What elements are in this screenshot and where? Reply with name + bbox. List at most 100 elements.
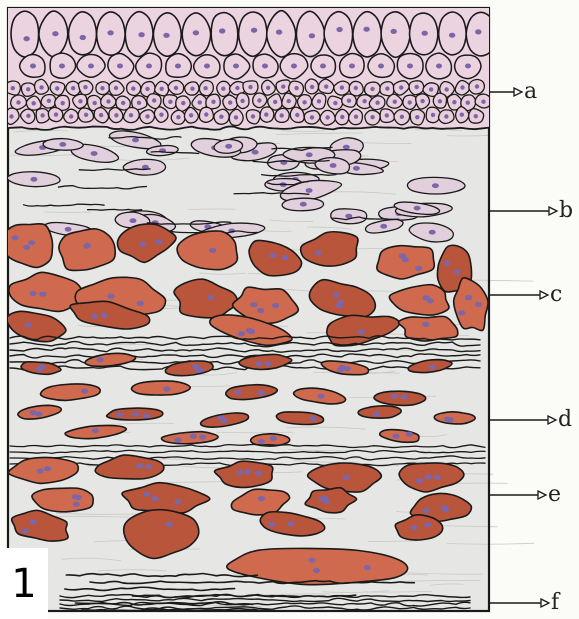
epithelium-layer <box>5 8 496 130</box>
nucleus <box>235 86 239 90</box>
nucleus <box>422 322 429 327</box>
nucleus <box>380 224 387 229</box>
columnar-cell <box>239 12 267 56</box>
nucleus <box>429 364 436 369</box>
nucleus <box>204 112 208 116</box>
nucleus <box>78 99 82 103</box>
nucleus <box>81 388 88 393</box>
nucleus <box>313 568 320 573</box>
nucleus <box>132 138 139 143</box>
nucleus <box>252 150 259 155</box>
nucleus <box>434 475 441 480</box>
label-a: a <box>524 79 537 104</box>
columnar-cell <box>211 13 238 56</box>
pointer-arrowhead-e <box>538 491 546 499</box>
nucleus <box>52 31 58 36</box>
nucleus <box>281 255 288 260</box>
nucleus <box>343 145 350 150</box>
nucleus <box>233 64 239 69</box>
nucleus <box>61 101 65 105</box>
nucleus <box>373 411 380 416</box>
nucleus <box>288 521 295 526</box>
nucleus <box>441 505 448 510</box>
nucleus <box>168 100 172 104</box>
nucleus <box>209 248 216 253</box>
nucleus <box>221 87 225 91</box>
nucleus <box>88 64 94 69</box>
nucleus <box>207 295 214 300</box>
nucleus <box>399 85 403 89</box>
nucleus <box>166 522 173 527</box>
nucleus <box>204 64 210 69</box>
pointer-arrowhead-a <box>514 88 522 96</box>
nucleus <box>337 300 344 305</box>
nucleus <box>276 29 282 34</box>
nucleus <box>83 85 87 89</box>
nucleus <box>310 85 314 89</box>
nucleus <box>429 230 436 235</box>
nucleus <box>106 99 110 103</box>
nucleus <box>466 101 470 105</box>
label-f: f <box>551 590 561 615</box>
nucleus <box>93 101 97 105</box>
nucleus <box>22 528 29 533</box>
nucleus <box>408 100 412 104</box>
nucleus <box>44 466 51 471</box>
nucleus <box>401 394 408 399</box>
nucleus <box>211 100 215 104</box>
pointer-arrowhead-d <box>548 416 556 424</box>
nucleus <box>246 328 253 333</box>
nucleus <box>174 86 178 90</box>
nucleus <box>156 239 163 244</box>
nucleus <box>340 85 344 89</box>
nucleus <box>436 64 442 69</box>
nucleus <box>399 253 406 258</box>
nucleus <box>406 432 413 437</box>
nucleus <box>145 114 149 118</box>
nucleus <box>336 27 342 32</box>
columnar-cell <box>11 11 39 57</box>
nucleus <box>475 29 481 34</box>
nucleus <box>54 112 58 116</box>
nucleus <box>481 100 485 104</box>
label-c: c <box>550 282 562 307</box>
nucleus <box>287 99 291 103</box>
nucleus <box>37 468 44 473</box>
nucleus <box>309 33 315 38</box>
nucleus <box>72 494 79 499</box>
nucleus <box>444 114 448 118</box>
muscle-cell <box>399 316 458 341</box>
nucleus <box>181 101 185 105</box>
nucleus <box>71 86 75 90</box>
nucleus <box>97 357 104 362</box>
nucleus <box>114 86 118 90</box>
nucleus <box>237 470 244 475</box>
nucleus <box>257 98 261 102</box>
nucleus <box>465 64 471 69</box>
nucleus <box>257 308 264 313</box>
nucleus <box>225 144 232 149</box>
nucleus <box>443 260 450 265</box>
nucleus <box>189 113 193 117</box>
nucleus <box>415 115 419 119</box>
nucleus <box>121 101 125 105</box>
nucleus <box>330 163 337 168</box>
nucleus <box>321 496 328 501</box>
nucleus <box>318 394 325 399</box>
nucleus <box>454 269 461 274</box>
muscle-cell <box>358 406 401 418</box>
muscle-cell <box>32 488 93 512</box>
nucleus <box>29 519 36 524</box>
nucleus <box>136 463 143 468</box>
label-b: b <box>559 198 573 223</box>
nucleus <box>370 87 374 91</box>
nucleus <box>199 434 206 439</box>
nucleus <box>152 496 159 501</box>
nucleus <box>385 86 389 90</box>
nucleus <box>400 115 404 119</box>
nucleus <box>265 361 272 366</box>
nucleus <box>198 100 202 104</box>
nucleus <box>458 310 465 315</box>
nucleus <box>116 412 123 417</box>
